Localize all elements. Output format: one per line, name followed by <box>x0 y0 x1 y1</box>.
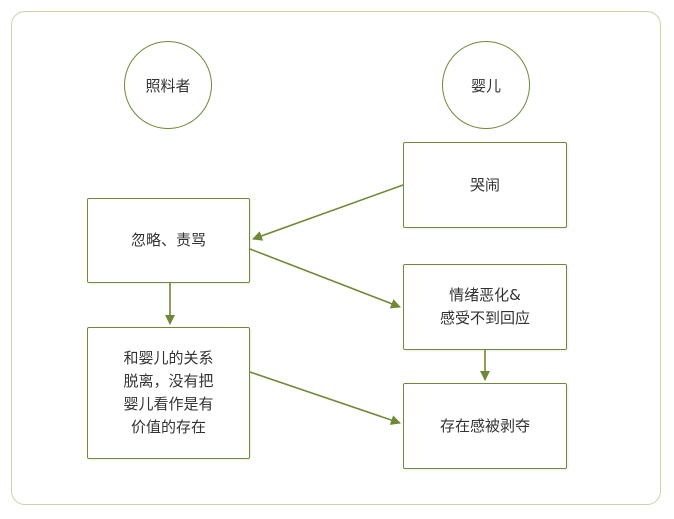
caregiver-circle: 照料者 <box>124 41 212 129</box>
node-detach: 和婴儿的关系 脱离，没有把 婴儿看作是有 价值的存在 <box>87 327 250 459</box>
node-crying-label: 哭闹 <box>469 175 500 194</box>
node-existence-deprived: 存在感被剥夺 <box>403 383 567 469</box>
node-detach-label: 和婴儿的关系 脱离，没有把 婴儿看作是有 价值的存在 <box>123 349 214 436</box>
node-ignore-scold: 忽略、责骂 <box>87 198 250 283</box>
infant-circle: 婴儿 <box>442 41 530 129</box>
node-ignore-scold-label: 忽略、责骂 <box>130 231 206 249</box>
node-existence-deprived-label: 存在感被剥夺 <box>439 416 530 435</box>
node-emotion-worsen-label: 情绪恶化& 感受不到回应 <box>439 286 530 327</box>
caregiver-label: 照料者 <box>145 76 191 95</box>
infant-label: 婴儿 <box>470 76 501 95</box>
node-emotion-worsen: 情绪恶化& 感受不到回应 <box>403 264 567 350</box>
node-crying: 哭闹 <box>403 142 567 228</box>
